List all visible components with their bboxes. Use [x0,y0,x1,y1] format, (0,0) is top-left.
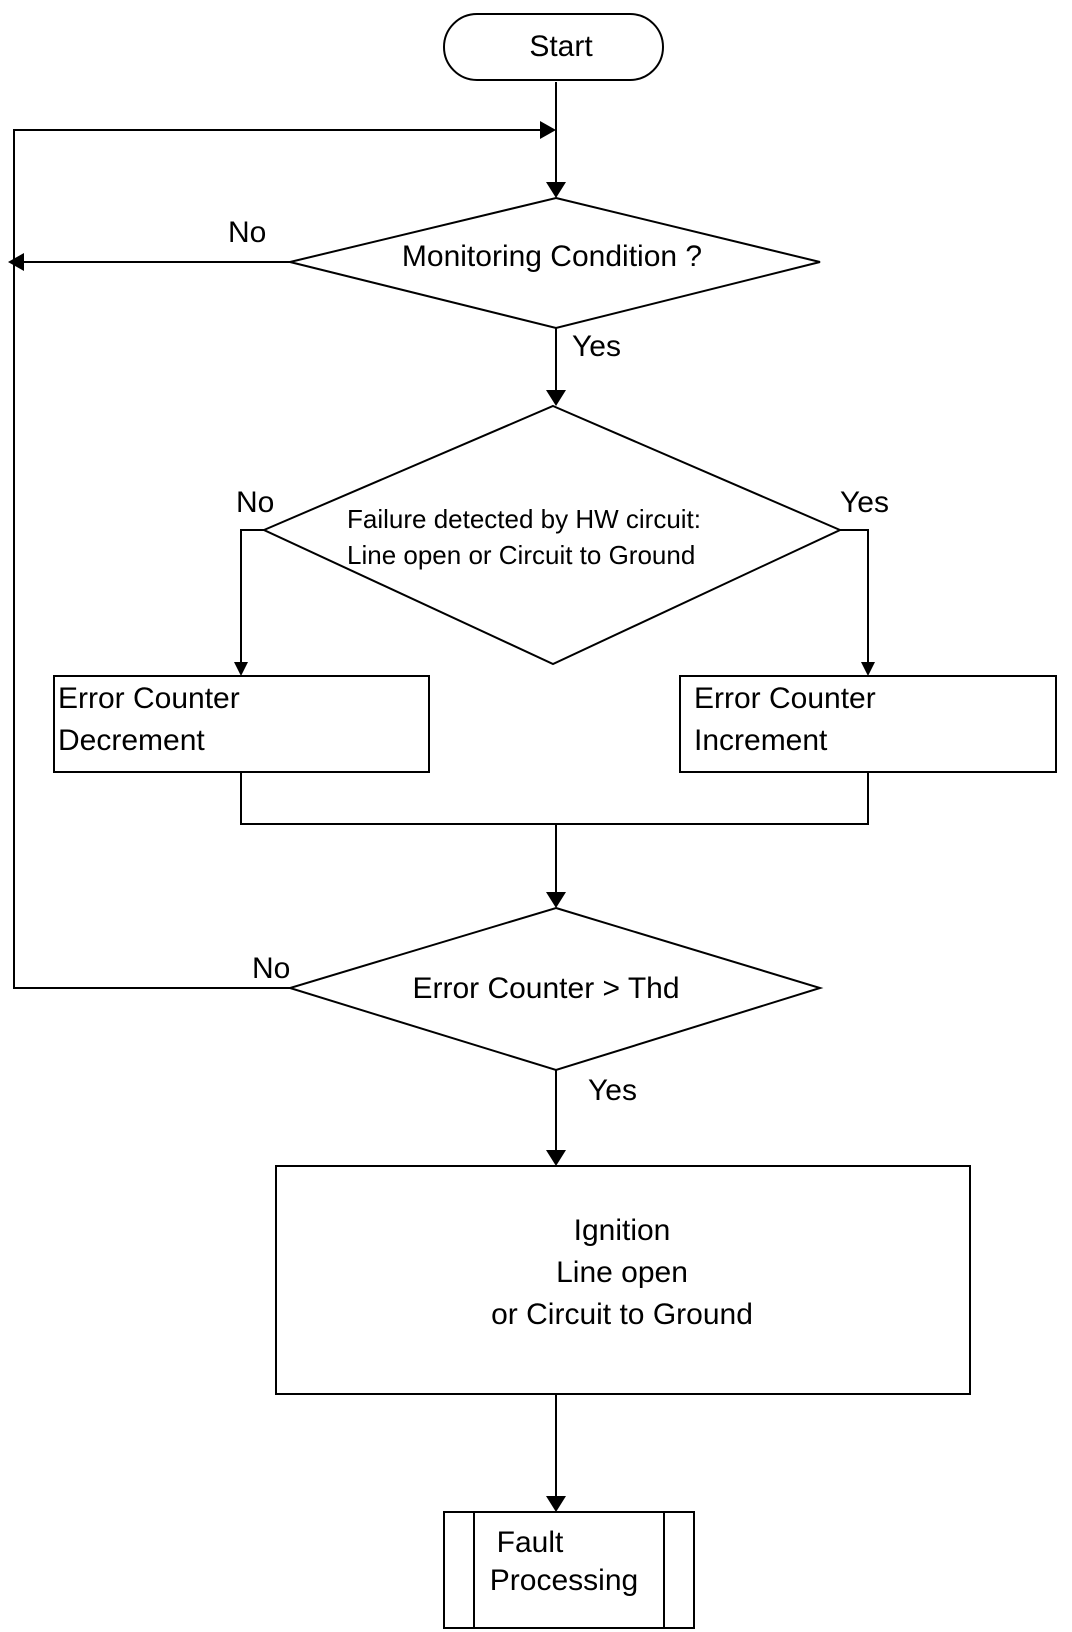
ignition-label-line3: or Circuit to Ground [491,1298,753,1331]
process-error-counter-decrement [53,675,430,773]
arrowhead-loop-back [540,121,556,139]
ignition-label-line2: Line open [556,1256,688,1289]
arrowhead-monitoring-in [546,182,566,198]
failure-detected-label-line2: Line open or Circuit to Ground [347,540,695,570]
increment-label-line2: Increment [694,724,828,757]
fault-label-line1: Fault [497,1526,564,1559]
arrowhead-fault-in [546,1496,566,1512]
monitoring-condition-label: Monitoring Condition ? [402,240,702,273]
arrowhead-failure-in [546,390,566,406]
arrowhead-ignition-in [546,1150,566,1166]
connector-failure-no [240,529,264,662]
failure-detected-label-line1: Failure detected by HW circuit: [347,504,701,534]
fault-label-line2: Processing [490,1564,638,1597]
subprocess-fault-processing [443,1511,695,1629]
ignition-label-line1: Ignition [574,1214,671,1247]
monitoring-yes-label: Yes [572,330,621,363]
decision-failure-detected [261,404,843,666]
arrowhead-monitoring-no [8,253,24,271]
start-terminator [443,13,664,81]
increment-label-line1: Error Counter [694,682,876,715]
start-label: Start [529,30,593,63]
failure-no-label: No [236,486,274,519]
threshold-no-label: No [252,952,290,985]
decision-error-counter-threshold [286,906,824,1072]
decision-monitoring-condition [289,196,821,330]
process-error-counter-increment [679,675,1057,773]
connector-loop-back [13,129,540,989]
arrowhead-increment-in [861,662,875,676]
arrowhead-decrement-in [234,662,248,676]
connector-failure-yes [840,529,869,662]
decrement-label-line1: Error Counter [58,682,240,715]
connector-merge-counters [240,772,869,825]
arrowhead-threshold-in [546,892,566,908]
monitoring-no-label: No [228,216,266,249]
threshold-yes-label: Yes [588,1074,637,1107]
process-ignition-fault [275,1165,971,1395]
decrement-label-line2: Decrement [58,724,205,757]
threshold-label: Error Counter > Thd [412,972,679,1005]
failure-yes-label: Yes [840,486,889,519]
